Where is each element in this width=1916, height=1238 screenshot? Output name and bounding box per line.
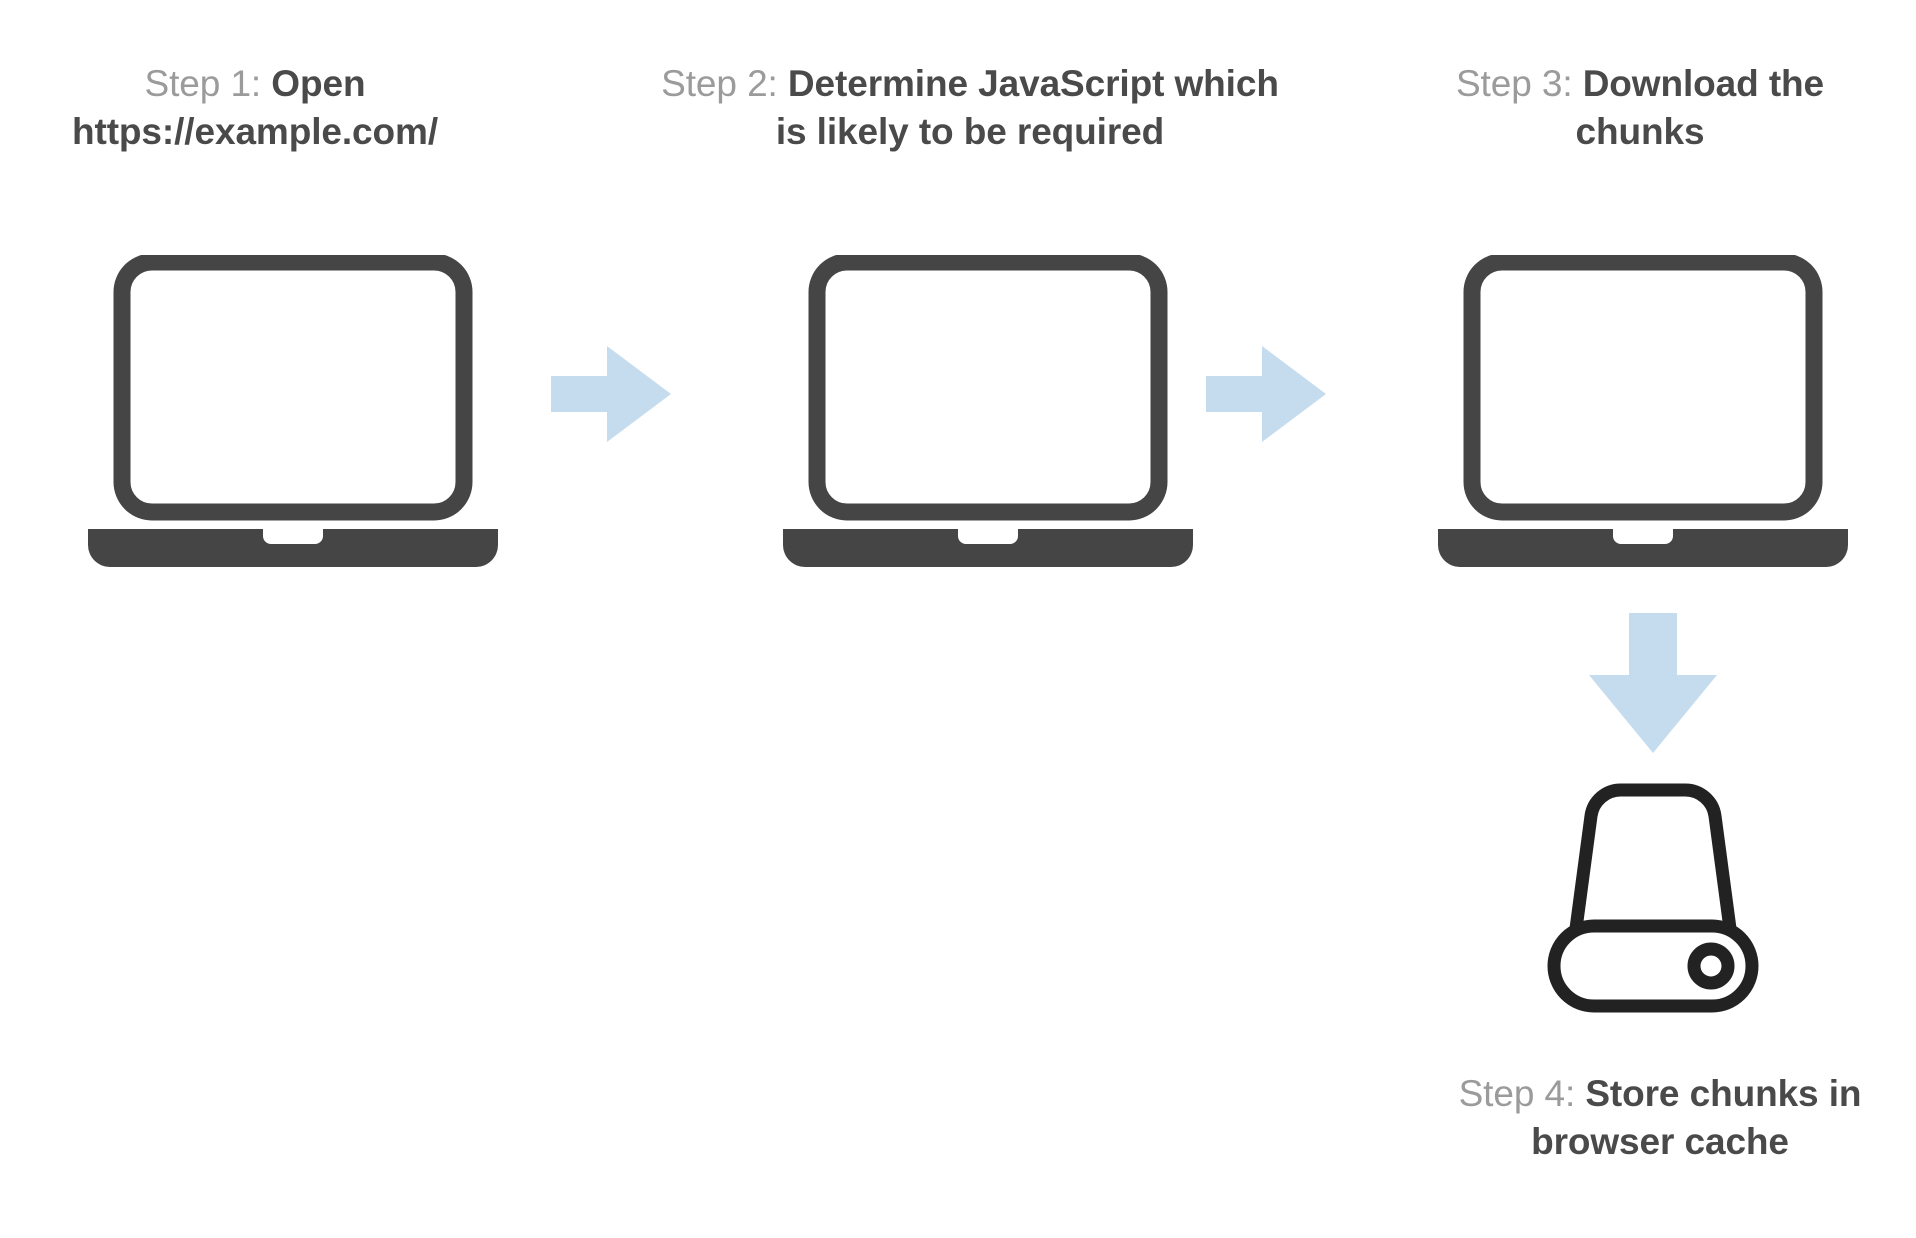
step-2-label: Step 2: Determine JavaScript which is li… [650, 60, 1290, 156]
step-1-prefix: Step 1: [144, 63, 272, 104]
step-3-prefix: Step 3: [1455, 63, 1583, 104]
step-4-label: Step 4: Store chunks in browser cache [1420, 1070, 1900, 1166]
laptop-icon [778, 255, 1198, 575]
step-3-title: Download the chunks [1575, 63, 1825, 153]
step-2-title: Determine JavaScript which is likely to … [775, 63, 1279, 153]
arrow-right-icon [551, 346, 671, 442]
step-1-label: Step 1: Open https://example.com/ [30, 60, 480, 156]
laptop-icon [1433, 255, 1853, 575]
step-4-prefix: Step 4: [1458, 1073, 1586, 1114]
step-3-label: Step 3: Download the chunks [1400, 60, 1880, 156]
storage-drive-icon [1528, 778, 1778, 1018]
step-2-prefix: Step 2: [661, 63, 788, 104]
step-4-title: Store chunks in browser cache [1531, 1073, 1862, 1163]
arrow-right-icon [1206, 346, 1326, 442]
arrow-down-icon [1589, 613, 1717, 753]
step-1-title: Open https://example.com/ [71, 63, 439, 153]
laptop-icon [83, 255, 503, 575]
